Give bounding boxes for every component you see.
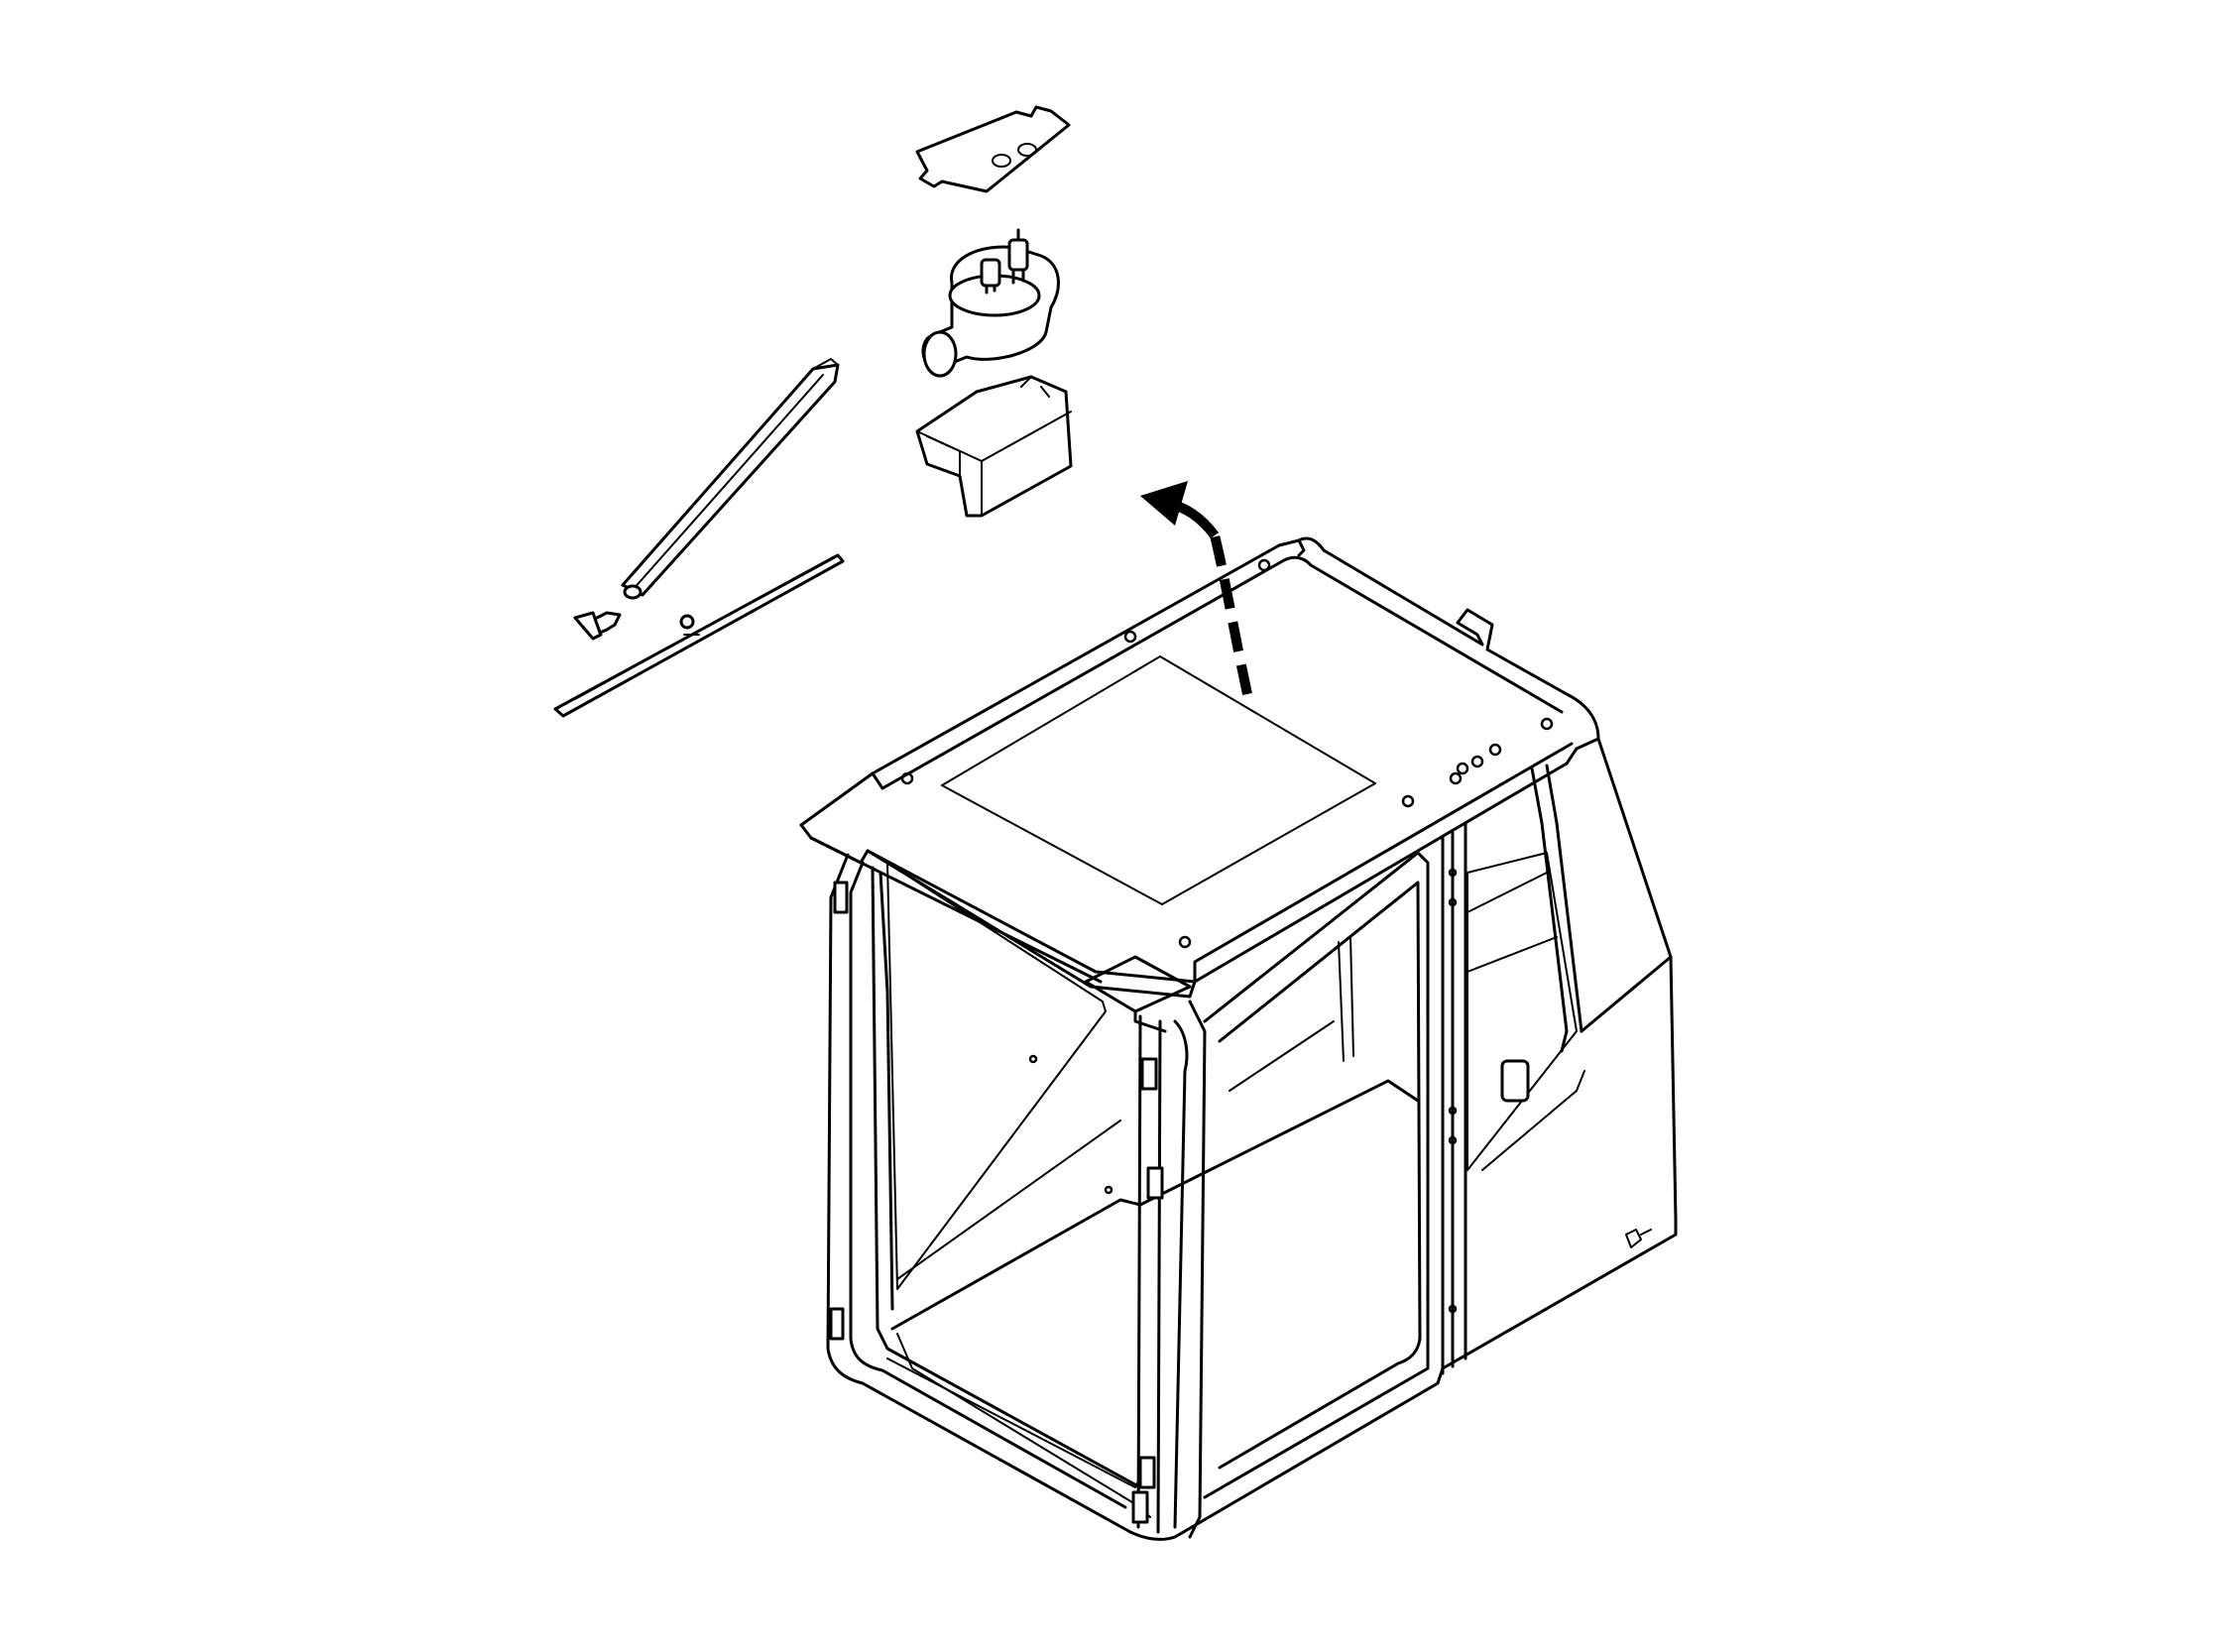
wiper-arm-part-40 — [621, 358, 840, 600]
mounting-plate-part-20 — [915, 105, 1071, 193]
assembly-direction-arrow — [1140, 481, 1252, 696]
connector-part-60 — [573, 611, 622, 641]
washer-tank-part-30 — [915, 375, 1073, 518]
washer-motor-part-10 — [921, 228, 1060, 378]
cab-frame — [799, 536, 1678, 1541]
wiper-blade-part-50 — [553, 553, 845, 718]
